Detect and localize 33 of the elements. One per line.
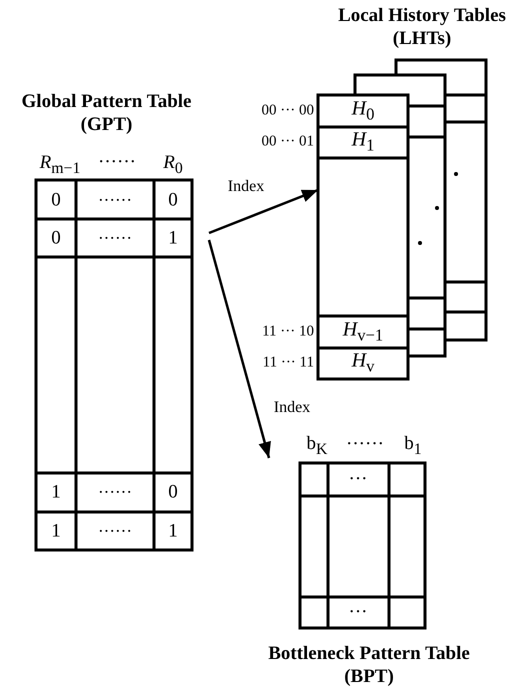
row-address: 11 ··· 11 — [262, 356, 314, 370]
row-address: 00 ··· 00 — [262, 104, 314, 118]
ellipsis: ······ — [98, 230, 132, 246]
history-entry: H$_{0}$ — [352, 98, 374, 124]
bit-value: 1 — [168, 522, 178, 540]
bit-value: 1 — [51, 522, 61, 540]
history-entry: H$_{v−1}$ — [342, 320, 384, 344]
arrow — [208, 240, 271, 458]
ellipsis: ······ — [346, 434, 384, 454]
ellipsis: ······ — [98, 522, 132, 540]
table-title: Bottleneck Pattern Table (BPT) — [267, 642, 471, 688]
column-header: b$_{K}$ — [306, 434, 328, 458]
bit-value: 1 — [51, 482, 61, 502]
bit-value: 0 — [51, 228, 61, 248]
ellipsis: ······ — [98, 152, 136, 172]
row-address: 00 ··· 01 — [262, 134, 314, 150]
arrow — [208, 188, 318, 234]
bit-value: 1 — [168, 228, 178, 248]
ellipsis: ······ — [98, 484, 132, 500]
column-header: R$_{0}$ — [163, 153, 183, 177]
history-entry: H$_{v}$ — [352, 350, 374, 376]
table-title: Local History Tables (LHTs) — [337, 4, 507, 50]
bit-value: 0 — [168, 190, 178, 210]
history-entry: H$_{1}$ — [352, 130, 374, 154]
bit-value: 0 — [51, 190, 61, 210]
column-header: b$_{1}$ — [404, 434, 422, 458]
row-address: 11 ··· 10 — [262, 324, 314, 340]
bit-value: 0 — [168, 482, 178, 502]
column-header: R$_{m−1}$ — [40, 153, 80, 177]
ellipsis: ······ — [98, 192, 132, 208]
ellipsis: ··· — [348, 470, 368, 488]
table-title: Global Pattern Table (GPT) — [20, 90, 192, 136]
ellipsis: ··· — [348, 602, 368, 622]
